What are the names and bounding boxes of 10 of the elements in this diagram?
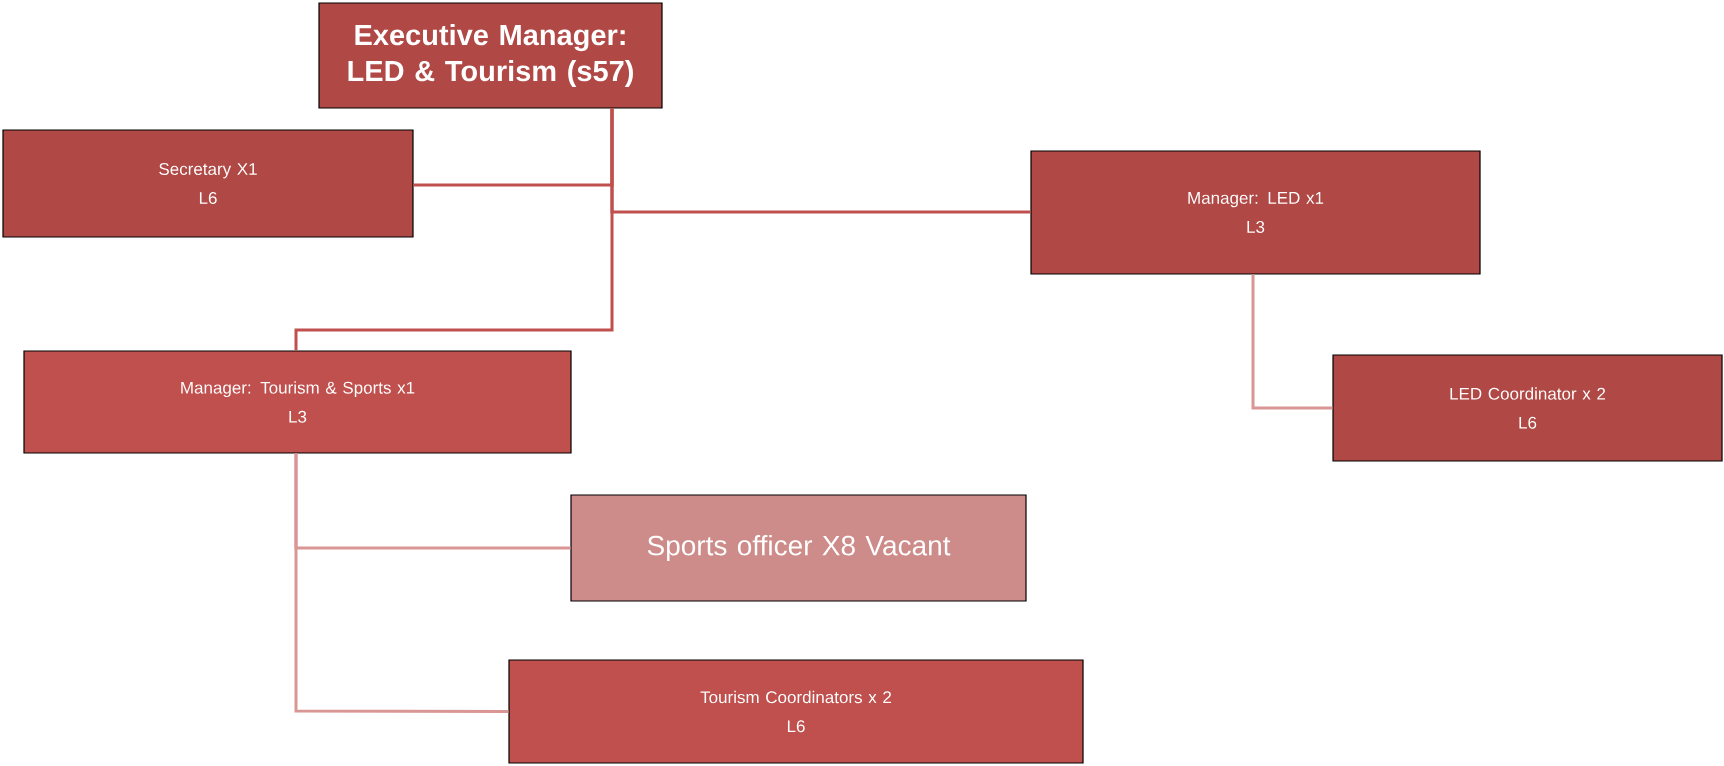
org-box: Manager: LED x1 L3 — [1030, 150, 1481, 275]
connector-line — [1251, 274, 1333, 410]
org-box: Manager: Tourism & Sports x1 L3 — [23, 350, 572, 454]
org-box: LED Coordinator x 2 L6 — [1332, 354, 1723, 462]
org-box: Executive Manager: LED & Tourism (s57) — [318, 2, 663, 109]
org-box: Tourism Coordinators x 2 L6 — [508, 659, 1084, 764]
connector-line — [294, 453, 509, 713]
connector-line — [294, 108, 614, 351]
org-box: Sports officer X8 Vacant — [570, 494, 1027, 602]
org-box: Secretary X1 L6 — [2, 129, 414, 238]
